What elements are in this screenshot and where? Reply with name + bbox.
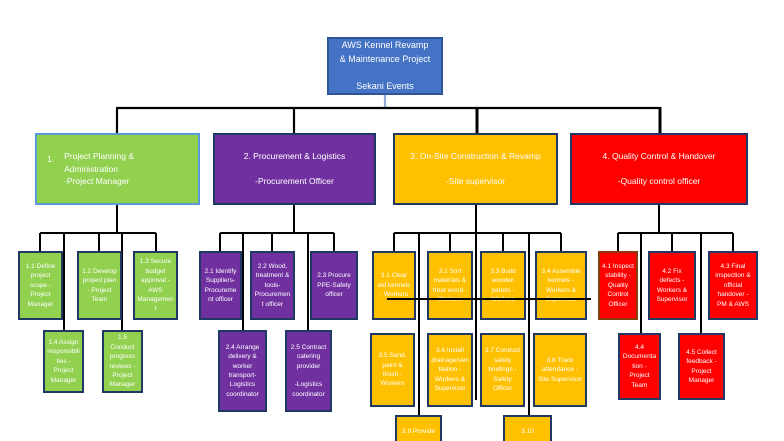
wbs-node-3-3: 3.3 Build wooden panels - Workers xyxy=(480,251,526,320)
wbs-node-4-1: 4.1 Inspect stability - Quality Control … xyxy=(598,251,638,320)
wbs-node-3-6: 3.6 Install drainage/ventilation - Worke… xyxy=(427,333,473,407)
wbs-node-3-5: 3.5 Sand, paint & finish - Workers xyxy=(370,333,415,407)
branch-2-procurement: 2. Procurement & Logistics -Procurement … xyxy=(213,133,376,205)
wbs-node-3-2: 3.2 Sort materials & treat wood - Worker… xyxy=(427,251,473,320)
wbs-node-1-5: 1.5 Conduct progress reviews - Project M… xyxy=(102,330,143,393)
wbs-node-4-4: 4.4 Documentation - Project Team xyxy=(618,333,661,400)
wbs-node-2-1: 2.1 Identify Suppliers- Procurement offi… xyxy=(199,251,242,320)
root-connectors xyxy=(115,95,662,133)
wbs-node-3-1: 3.1 Clear old kennels - Workers xyxy=(372,251,416,320)
wbs-node-3-9: 3.9 Provide xyxy=(395,415,442,441)
wbs-node-3-7: 3.7 Conduct safety briefings - Safety Of… xyxy=(480,333,525,407)
wbs-node-4-2: 4.2 Fix defects - Workers & Supervisor xyxy=(648,251,696,320)
branch-3-construction: 3. On-Site Construction & Revamp -Site s… xyxy=(393,133,558,205)
wbs-node-3-10: 3.10 xyxy=(503,415,552,441)
wbs-node-2-2: 2.2 Wood, treatment & tools- Procurement… xyxy=(250,251,295,320)
wbs-node-1-3: 1.3 Secure budget approval - AWS Managem… xyxy=(133,251,178,320)
wbs-node-2-5: 2.5 Contract catering provider -Logistic… xyxy=(285,330,332,412)
wbs-node-1-2: 1.2 Develop project plan - Project Team xyxy=(77,251,122,320)
wbs-node-2-4: 2.4 Arrange delivery & worker transport-… xyxy=(218,330,267,412)
wbs-node-1-4: 1.4 Assign responsibilities - Project Ma… xyxy=(43,330,84,393)
wbs-node-3-8: 3.8 Track attendance - Site Supervisor xyxy=(533,333,587,407)
branch-1-number: 1. xyxy=(47,154,55,164)
root-project-box: AWS Kennel Revamp & Maintenance Project … xyxy=(327,37,443,95)
wbs-node-2-3: 2.3 Procure PPE-Safety officer xyxy=(310,251,358,320)
wbs-node-1-1: 1.1 Define project scope - Project Manag… xyxy=(18,251,63,320)
wbs-node-4-5: 4.5 Collect feedback - Project Manager xyxy=(678,333,725,400)
branch-1-label: Project Planning & Administration -Proje… xyxy=(64,150,135,187)
wbs-node-3-4: 3.4 Assemble kennels - Workers & Supervi… xyxy=(535,251,587,320)
branch-1-planning: 1. Project Planning & Administration -Pr… xyxy=(35,133,200,205)
branch-4-quality: 4. Quality Control & Handover -Quality c… xyxy=(570,133,748,205)
wbs-node-4-3: 4.3 Final inspection & official handover… xyxy=(708,251,758,320)
